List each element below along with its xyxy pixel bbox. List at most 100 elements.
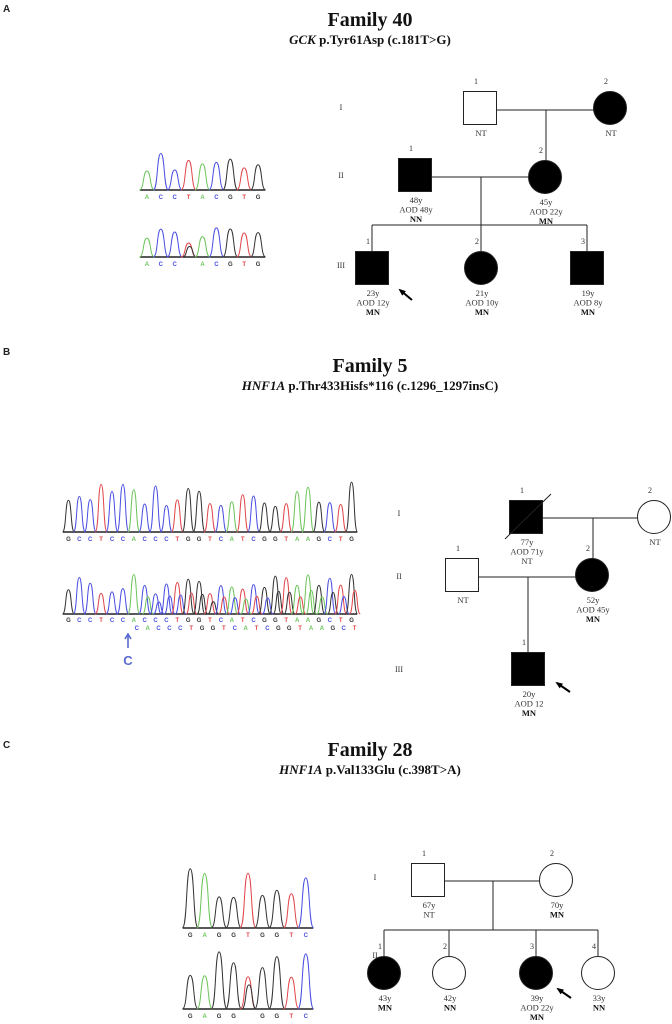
individual-info: 20y [523, 689, 537, 699]
female-symbol [539, 863, 573, 897]
secondary-base-call: T [222, 626, 226, 632]
base-call: T [242, 262, 246, 268]
trace-peak [225, 586, 239, 615]
base-call: G [186, 537, 191, 543]
base-call: G [317, 618, 322, 624]
trace-peak [268, 956, 286, 1010]
trace-peak [214, 585, 228, 615]
base-call: A [200, 195, 205, 201]
secondary-base-call: T [255, 626, 259, 632]
family-title: Family 5 [333, 355, 408, 377]
base-call: C [77, 618, 82, 624]
trace-peak [170, 581, 184, 615]
genotype-label: NN [593, 1003, 606, 1013]
trace-peak [116, 588, 130, 615]
secondary-base-call: C [167, 626, 172, 632]
trace-peak [203, 503, 217, 533]
individual-number: 2 [539, 146, 543, 155]
male-symbol [509, 500, 543, 534]
trace-peak [236, 232, 253, 258]
individual-info: AOD 45y [576, 605, 610, 615]
individual-number: 2 [475, 237, 479, 246]
base-call: C [214, 195, 219, 201]
base-call: C [88, 537, 93, 543]
individual-number: 1 [474, 77, 478, 86]
individual-info: AOD 10y [465, 298, 499, 308]
individual-number: 1 [366, 237, 370, 246]
gene-name: HNF1A [241, 378, 286, 393]
base-call: G [197, 618, 202, 624]
trace-peak [247, 495, 261, 533]
trace-peak [196, 873, 214, 929]
trace-peak [297, 953, 315, 1010]
trace-peak [72, 576, 86, 615]
trace-peak [181, 868, 199, 929]
base-call: G [231, 1014, 236, 1020]
individual-number: 3 [581, 237, 585, 246]
trace-peak [268, 889, 286, 929]
trace-peak [159, 583, 173, 615]
trace-peak [268, 575, 282, 615]
trace-peak [194, 236, 211, 258]
base-call: C [77, 537, 82, 543]
trace-peak [170, 499, 184, 533]
base-call: T [175, 537, 179, 543]
trace-peak [290, 490, 304, 533]
trace-peak [105, 591, 119, 615]
trace-peak [236, 494, 250, 533]
trace-peak [192, 490, 206, 533]
base-call: G [256, 195, 261, 201]
secondary-base-call: C [233, 626, 238, 632]
trace-peak [250, 232, 266, 258]
base-call: T [339, 537, 343, 543]
trace-peak [181, 974, 199, 1010]
female-symbol [575, 558, 609, 592]
proband-arrowhead-icon [555, 681, 563, 689]
secondary-base-call: C [178, 626, 183, 632]
base-call: T [339, 618, 343, 624]
individual-i-2: 2NT [637, 486, 671, 547]
base-call: A [202, 1014, 207, 1020]
variant-subtitle: HNF1A p.Val133Glu (c.398T>A) [278, 762, 461, 777]
base-call: G [256, 262, 261, 268]
secondary-base-call: T [353, 626, 357, 632]
generation-label: II [372, 951, 378, 960]
individual-info: NT [475, 128, 487, 138]
trace-peak [94, 592, 108, 615]
trace-peak [127, 574, 141, 615]
base-call: C [121, 537, 126, 543]
base-call: A [295, 618, 300, 624]
trace-peak [254, 894, 271, 929]
base-call: T [208, 618, 212, 624]
individual-number: 1 [422, 849, 426, 858]
secondary-base-call: A [320, 626, 325, 632]
female-symbol [528, 160, 562, 194]
base-call: C [173, 195, 178, 201]
family-title: Family 28 [328, 739, 413, 761]
individual-info: AOD 48y [399, 205, 433, 215]
trace-peak [181, 578, 195, 615]
base-call: A [306, 618, 311, 624]
trace-peak [236, 167, 253, 191]
individual-info: NT [423, 910, 435, 920]
gene-name: GCK [289, 32, 317, 47]
individual-i-1: 1NT [463, 77, 497, 138]
base-call: G [317, 537, 322, 543]
secondary-base-call: G [287, 626, 292, 632]
trace-peak [282, 976, 300, 1010]
trace-peak [312, 584, 326, 615]
base-call: G [188, 1014, 193, 1020]
base-call: G [275, 1014, 280, 1020]
variant-name: p.Val133Glu (c.398T>A) [322, 762, 460, 777]
base-call: G [262, 537, 267, 543]
trace-peak [139, 170, 155, 191]
trace-peak [247, 584, 261, 615]
trace-peak [257, 586, 271, 615]
male-symbol [570, 251, 604, 285]
